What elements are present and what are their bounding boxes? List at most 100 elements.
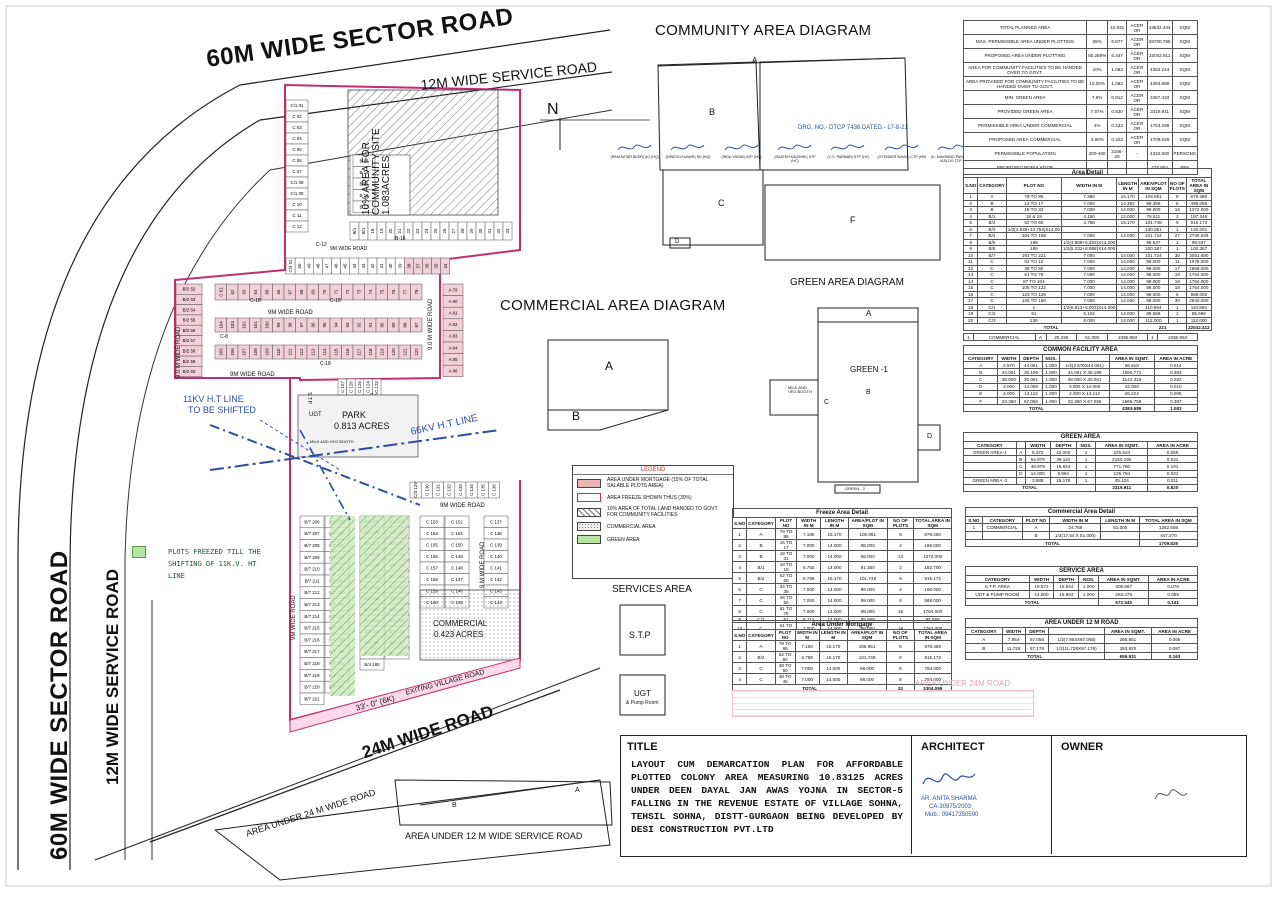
owner-signature — [1154, 789, 1188, 800]
legend-swatch — [577, 507, 601, 517]
table-cell: 196.000 — [913, 583, 952, 595]
table-cell: 4 — [731, 673, 748, 685]
table-header-cell: DEPTH — [1053, 575, 1080, 583]
svg-text:C 149: C 149 — [451, 554, 463, 559]
stp-label: S.T.P — [306, 392, 312, 404]
svg-text:91: 91 — [368, 322, 373, 327]
table-cell: 1/2(11.728X67.176) — [1048, 643, 1105, 653]
table-cell: 1/2(4.939+14.754)X14.00 — [1005, 225, 1063, 233]
plot-left-col: C 03 — [285, 121, 309, 134]
table-cell: 6.788 — [794, 651, 820, 663]
green-diagram — [769, 307, 941, 494]
table-cell: 1 — [1146, 333, 1158, 341]
plot-row-3: 65 — [260, 283, 273, 301]
svg-text:C 130: C 130 — [424, 484, 429, 496]
commercial-area-label: 0.423 ACRES — [434, 630, 484, 639]
green-letter-b: B — [866, 389, 871, 396]
table-cell: 34 TO 35 — [774, 583, 798, 595]
signature-text: (DINESH KUMAR) SD (HQ) — [665, 155, 711, 159]
svg-text:62: 62 — [230, 289, 235, 294]
svg-text:100: 100 — [264, 321, 269, 329]
plot-row-5: 114 — [318, 344, 331, 360]
plot-row-4: 101 — [249, 317, 262, 333]
plot-row-2: 45 — [340, 257, 350, 275]
section-tag: C-8 — [220, 334, 228, 340]
table-cell: C — [746, 605, 776, 617]
plot-top-row: 32 — [493, 221, 504, 241]
frozen-note-2: SHIFTING OF 11K.V. HT — [168, 560, 257, 568]
table-cell: 1.000 — [1041, 382, 1061, 391]
table-cell: 3.000 — [997, 382, 1021, 391]
table-cell: 7 — [731, 594, 748, 606]
table-total-cell: TOTAL — [964, 598, 1100, 606]
table-cell: 0.387 — [1153, 396, 1199, 406]
table-cell: 51.000 — [1100, 523, 1140, 532]
svg-text:A 80: A 80 — [449, 299, 458, 304]
table-cell: ACER OR — [1126, 62, 1148, 77]
table-cell: 3 — [731, 550, 748, 562]
table-cell: 1262.556 — [1139, 523, 1198, 532]
table-cell: 98.000 — [847, 605, 888, 617]
table-cell: 39.110 — [1049, 455, 1077, 464]
svg-text:B 17: B 17 — [359, 204, 369, 209]
ht-66kv-line — [209, 429, 501, 471]
svg-text:92: 92 — [356, 322, 361, 327]
legend-item: AREA FREEZE SHOWN THUS (30%) — [573, 491, 733, 504]
table-cell: 16 TO 17 — [774, 539, 798, 551]
table-cell: 879.480 — [913, 640, 952, 652]
table-header-cell: CATEGORY — [977, 177, 1007, 194]
green-2-label: GREEN - 2 — [845, 486, 866, 491]
svg-text:32: 32 — [496, 228, 501, 233]
table-cell: 2 — [731, 539, 748, 551]
svg-text:104: 104 — [218, 321, 223, 329]
table-cell: 98.000 — [846, 662, 888, 674]
table-cell: 0.820 — [1107, 104, 1127, 119]
title-block: TITLE LAYOUT CUM DEMARCATION PLAN FOR AF… — [620, 735, 1247, 857]
svg-text:A 83: A 83 — [449, 334, 458, 339]
svg-text:87: 87 — [414, 322, 419, 327]
plot-row-3: C 61 — [214, 283, 227, 301]
svg-text:93: 93 — [345, 322, 350, 327]
table-cell: 1764.000 — [1185, 284, 1212, 292]
svg-text:B/7 212: B/7 212 — [304, 590, 320, 595]
site-boundary — [174, 83, 521, 382]
table-cell: 10.831 — [1107, 20, 1127, 35]
table-header-cell: AREA/PLOT IN SQM — [846, 629, 888, 641]
table-cell: 0.282 — [1153, 375, 1199, 384]
road-9m-e: 9 M WIDE ROAD — [480, 541, 486, 588]
svg-text:74: 74 — [368, 289, 373, 294]
table-cell: COMMERCIAL — [981, 523, 1023, 532]
svg-text:113: 113 — [310, 348, 315, 356]
plot-c-mid-col: C 157 — [419, 561, 445, 574]
table-cell: 3.000 X 14.000 — [1059, 382, 1110, 391]
table-cell: MIN. GREEN AREA — [962, 90, 1088, 105]
svg-text:B/7 215: B/7 215 — [304, 626, 320, 631]
table-cell: 5.372 — [1024, 447, 1051, 457]
table-cell: 2.000 — [997, 389, 1021, 398]
table-cell: 15.178 — [1049, 476, 1077, 485]
table-header-cell: AREA IN SQMT. — [1108, 354, 1155, 362]
table-cell: 6.877 — [1107, 34, 1127, 49]
table-cell: 879.480 — [913, 528, 952, 540]
svg-text:45: 45 — [343, 263, 348, 268]
table-cell: SQM — [1171, 76, 1198, 91]
frozen-note-1: PLOTS FREEZED TILL THE — [168, 548, 261, 556]
legend-label: AREA UNDER MORTGAGE (15% OF TOTAL SALABL… — [607, 477, 709, 489]
table-cell: 14.000 — [820, 605, 849, 617]
table-cell: SQM — [1171, 104, 1198, 119]
plot-c-mid-col2: C 148 — [444, 561, 470, 574]
plot-row-2: 36 — [422, 257, 432, 275]
community-diagram-title: COMMUNITY AREA DIAGRAM — [655, 22, 872, 39]
